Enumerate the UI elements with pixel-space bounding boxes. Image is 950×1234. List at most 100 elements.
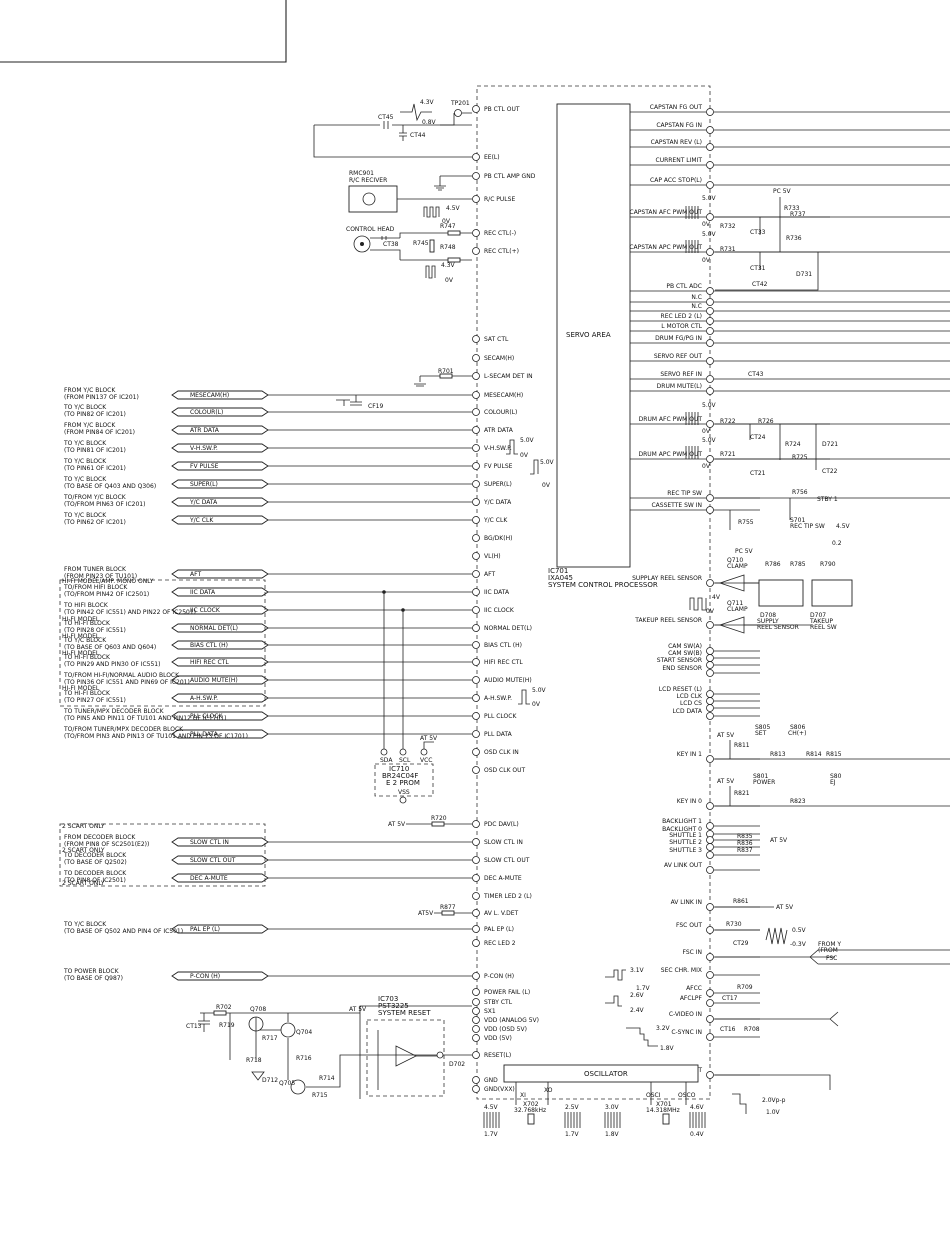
pin-av-l-vdet [472, 909, 480, 917]
signal-block-label-ycdata: Y/C DATA [189, 499, 218, 506]
reel-hi: 4V [712, 594, 721, 601]
signal-dest2-vhsw: (TO PIN81 OF IC201) [64, 447, 126, 454]
pin-label-av-link-out: AV LINK OUT [664, 862, 702, 869]
pin-rc-pulse [472, 195, 480, 203]
afcc-wave [605, 969, 626, 981]
pin-label-drum-apc-pwm: DRUM APC PWM OUT [639, 451, 703, 458]
pin-pll-data [472, 730, 480, 738]
avdet-at5v: AT5V [418, 910, 434, 917]
pin-l-secam-det [472, 372, 480, 380]
signal-dest2-slowout: (TO BASE OF Q2502) [64, 859, 127, 866]
title-frame [0, 0, 287, 63]
pin-label-drum-afc-pwm: DRUM AFC PWM OUT [639, 416, 703, 423]
signal-block-label-hifirec: HIFI REC CTL [190, 659, 229, 666]
signal-dest-mesecam: FROM Y/C BLOCK [64, 387, 116, 394]
signal-dest2-iicclock: (TO PIN42 OF IC551) AND PIN22 OF IC2501) [64, 609, 196, 616]
signal-block-label-audiomute: AUDIO MUTE(H) [190, 677, 238, 684]
ct13-cap [198, 1013, 210, 1032]
signal-dest-audiomute: TO/FROM HI-FI/NORMAL AUDIO BLOCK [63, 672, 180, 679]
signal-block-label-atr: ATR DATA [190, 427, 220, 434]
pin-slow-ctl-out [472, 856, 480, 864]
pin-l-motor-ctl [706, 327, 714, 335]
signal-block-label-iicdata: IIC DATA [190, 589, 216, 596]
signal-block-label-ycclk: Y/C CLK [189, 517, 214, 524]
r736-label: R736 [786, 235, 802, 242]
mesecam-cap2 [336, 399, 350, 406]
pin-label-vh-sw-p: V-H.SW.P. [484, 445, 512, 452]
pin-colour [472, 408, 480, 416]
signal-dest2-aft: (FROM PIN23 OF TU101) [64, 573, 137, 580]
pin-capstan-fg-out [706, 108, 714, 116]
d707-label: D707 [810, 612, 826, 619]
pin-bgdk [472, 534, 480, 542]
osc-wave-2 [604, 1112, 621, 1128]
ic703-internal [377, 1030, 440, 1090]
signal-dest2-decmute: (TO PIN8 OF IC2501) [64, 877, 126, 884]
pin-ah-sw-p [472, 694, 480, 702]
ct31-label: CT31 [750, 265, 766, 272]
cf19-label: CF19 [368, 403, 383, 410]
q705-label: Q705 [279, 1080, 295, 1087]
option-note-n4: HI-FI MODEL [62, 650, 100, 657]
ahsw-lo: 0V [532, 701, 541, 708]
r731-label: R731 [720, 246, 736, 253]
pin-label-c-video-in: C-VIDEO IN [669, 1011, 702, 1018]
signal-block-label-palep: PAL EP (L) [190, 926, 220, 933]
pin-supply-reel [706, 579, 714, 587]
tp201-hi: 4.3V [420, 99, 435, 106]
r815-label: R815 [826, 751, 842, 758]
osc-xo: XO [544, 1087, 553, 1094]
pin-label-pll-data: PLL DATA [484, 731, 513, 738]
reset-at5v: AT 5V [349, 1006, 367, 1013]
r733-label: R733 [784, 205, 800, 212]
pin-shuttle3 [706, 851, 714, 859]
signal-dest-ahsw: TO HI-FI BLOCK [63, 690, 111, 697]
ct38-cap [381, 236, 387, 240]
ct29-label: CT29 [733, 940, 749, 947]
pin-label-normal-det: NORMAL DET(L) [484, 625, 532, 632]
pin-nc2 [706, 307, 714, 315]
pin-label-l-motor-ctl: L MOTOR CTL [661, 323, 702, 330]
s80x-desc: EJ [830, 779, 836, 786]
pin-label-stby-ctl: STBY CTL [484, 999, 513, 1006]
signal-dest2-colour: (TO PIN82 OF IC201) [64, 411, 126, 418]
pin-cap-acc-stop [706, 181, 714, 189]
ct38-label: CT38 [383, 241, 399, 248]
drum-afc-wave [685, 412, 699, 425]
pin-label-pb-ctl-out: PB CTL OUT [484, 106, 520, 113]
pin-label-nc2: N.C [691, 303, 702, 310]
pin-label-iic-data: IIC DATA [484, 589, 510, 596]
signal-dest-colour: TO Y/C BLOCK [63, 404, 107, 411]
osc-pins [515, 1082, 687, 1105]
ct45-label: CT45 [378, 114, 394, 121]
pin-pb-ctl-out [472, 105, 480, 113]
option-note-n5: HI-FI MODEL [62, 685, 100, 692]
pin-c-sync-in [706, 1033, 714, 1041]
fsc-lo: -0.3V [790, 941, 807, 948]
pin-aft [472, 570, 480, 578]
tp201-line [440, 112, 472, 126]
r835-label: R835 [737, 833, 753, 840]
pin-fv-pulse [472, 462, 480, 470]
signal-dest2-biasctl: (TO BASE OF Q603 AND Q604) [64, 644, 156, 651]
signal-block-label-plldata: PLL DATA [190, 731, 219, 738]
d707-desc2: REEL SW [810, 624, 837, 631]
hifi-option-frame [59, 579, 266, 707]
ahsw-hi: 5.0V [532, 687, 547, 694]
signal-block-ycdata [171, 497, 269, 507]
pin-hifi-rec-ctl [472, 658, 480, 666]
rec-wave [425, 265, 436, 279]
pin-label-slow-ctl-out: SLOW CTL OUT [484, 857, 530, 864]
ic703-ref: IC703 [378, 995, 398, 1003]
x701-body [662, 1113, 670, 1125]
cap-apc-wave [685, 240, 699, 253]
avlink-at5v: AT 5V [776, 904, 794, 911]
ahsw-wave [518, 689, 530, 705]
pin-shuttle1 [706, 836, 714, 844]
pin-label-drum-mute: DRUM MUTE(L) [657, 383, 702, 390]
afcc-lo: 1.7V [636, 985, 651, 992]
pin-servo-ref-in [706, 375, 714, 383]
pin-label-ah-sw-p: A-H.SW.P. [484, 695, 512, 702]
